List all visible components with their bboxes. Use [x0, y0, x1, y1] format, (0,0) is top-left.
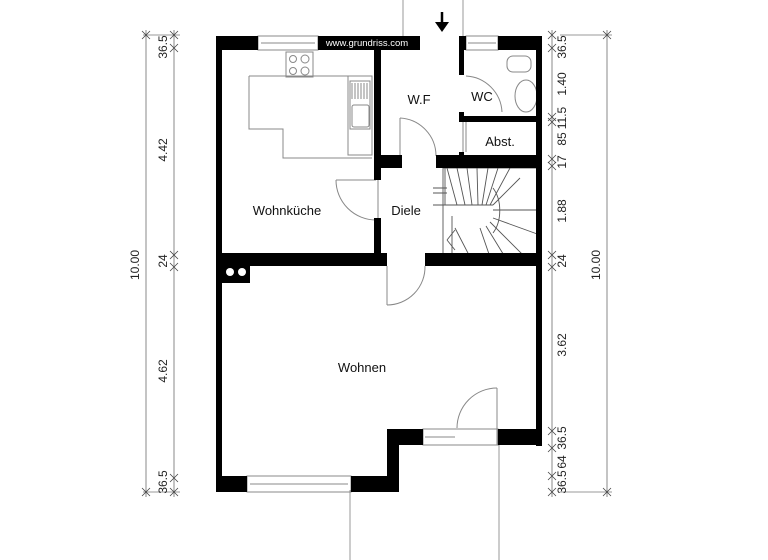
room-label-diele: Diele [391, 203, 421, 218]
dim-left-1: 36.5 [156, 35, 170, 59]
dimension-lines [145, 30, 608, 497]
chimney-flue-icon [226, 268, 234, 276]
extension-lines [143, 0, 612, 560]
dim-right-2: 1.40 [555, 72, 569, 96]
chimney-flue-icon [238, 268, 246, 276]
room-label-wohnkueche: Wohnküche [253, 203, 321, 218]
dim-left-2: 4.42 [156, 138, 170, 162]
walls [216, 36, 542, 492]
dim-right-9: 36.5 [555, 426, 569, 450]
dim-right-4: 85 [555, 132, 569, 146]
entrance-arrow-icon [435, 12, 449, 32]
room-label-wohnen: Wohnen [338, 360, 386, 375]
dim-left-3: 24 [156, 254, 170, 268]
room-label-wc: WC [471, 89, 493, 104]
dim-right-6: 1.88 [555, 199, 569, 223]
dim-left-5: 36.5 [156, 470, 170, 494]
dimension-ticks [141, 30, 612, 497]
watermark: www.grundriss.com [325, 38, 408, 49]
dim-right-7: 24 [555, 254, 569, 268]
dimension-labels-right: 36.5 1.40 11.5 85 17 1.88 24 3.62 36.5 6… [555, 35, 603, 494]
dim-right-3: 11.5 [555, 106, 569, 129]
fixtures [246, 35, 541, 493]
dimension-labels-left: 10.00 36.5 4.42 24 4.62 36.5 [128, 35, 170, 494]
dim-right-11: 36.5 [555, 470, 569, 494]
room-label-wf: W.F [407, 92, 430, 107]
dim-right-10: 64 [555, 455, 569, 469]
dim-left-4: 4.62 [156, 359, 170, 383]
dim-right-outer: 10.00 [589, 250, 603, 280]
dim-right-5: 17 [555, 155, 569, 169]
dim-right-1: 36.5 [555, 35, 569, 59]
room-label-abst: Abst. [485, 134, 515, 149]
dim-right-8: 3.62 [555, 333, 569, 357]
dim-left-outer: 10.00 [128, 250, 142, 280]
